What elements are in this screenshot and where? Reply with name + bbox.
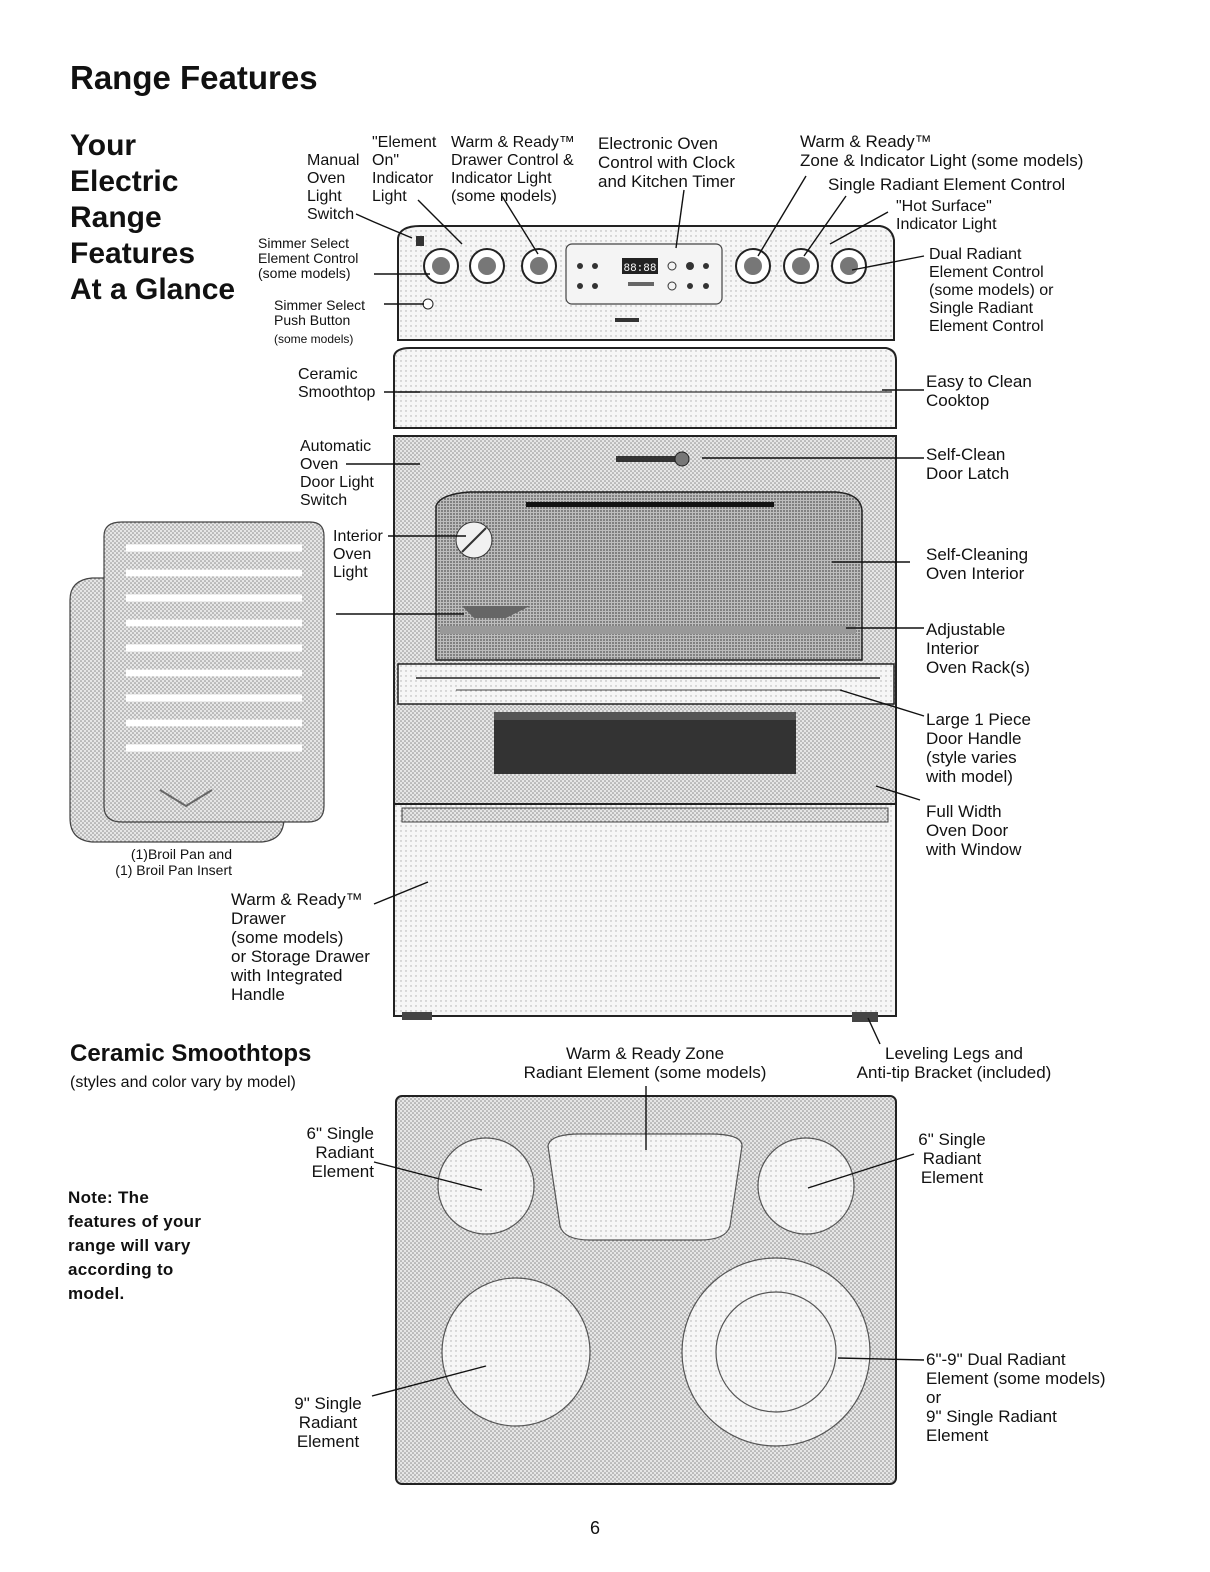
label-warm-ready-drawer: Warm & Ready™ Drawer (some models) or St… (231, 890, 370, 1004)
leader-lines (336, 175, 925, 1397)
smoothtop-diagram (395, 1095, 897, 1485)
knob-drawer[interactable] (521, 248, 557, 284)
label-door-light-switch: Automatic Oven Door Light Switch (300, 438, 374, 509)
label-door-handle: Large 1 Piece Door Handle (style varies … (926, 710, 1031, 786)
element-right-6in (757, 1137, 855, 1235)
ceramic-smoothtops-heading: Ceramic Smoothtops (70, 1040, 312, 1067)
label-self-clean-latch: Self-Clean Door Latch (926, 445, 1010, 483)
label-adjustable-rack: Adjustable Interior Oven Rack(s) (926, 620, 1030, 677)
clock-display (622, 258, 658, 274)
label-left-6in-element: 6" Single Radiant Element (306, 1124, 374, 1181)
clock-readout: 88:88 (623, 263, 656, 275)
label-leveling-legs: Leveling Legs and Anti-tip Bracket (incl… (856, 1044, 1052, 1082)
oven-interior (435, 491, 863, 661)
cooktop (393, 347, 897, 429)
label-full-width-door: Full Width Oven Door with Window (926, 802, 1022, 859)
label-electronic-control: Electronic Oven Control with Clock and K… (598, 134, 736, 191)
knob-dual-radiant[interactable] (831, 248, 867, 284)
broil-pan (69, 521, 325, 843)
control-panel: 88:88 (397, 225, 895, 341)
simmer-push-button[interactable] (422, 298, 434, 310)
label-simmer-select-control: Simmer Select Element Control (some mode… (258, 235, 359, 281)
label-warm-ready-drawer-control: Warm & Ready™ Drawer Control & Indicator… (451, 134, 575, 205)
leveling-leg-left (402, 1012, 432, 1020)
knob-simmer[interactable] (423, 248, 459, 284)
label-single-radiant-control: Single Radiant Element Control (828, 175, 1066, 194)
oven-window (494, 712, 796, 774)
oven-rack (440, 626, 856, 634)
label-left-9in-element: 9" Single Radiant Element (294, 1394, 362, 1451)
element-left-6in (437, 1137, 535, 1235)
label-dual-radiant-control: Dual Radiant Element Control (some model… (929, 246, 1054, 335)
door-latch[interactable] (616, 456, 676, 462)
section-heading: Your Electric Range Features At a Glance (70, 129, 236, 306)
page-number: 6 (590, 1518, 601, 1538)
label-right-6in-element: 6" Single Radiant Element (918, 1130, 986, 1187)
knob-2[interactable] (469, 248, 505, 284)
label-broil-pan: (1)Broil Pan and (1) Broil Pan Insert (115, 846, 232, 878)
element-left-9in (441, 1277, 591, 1427)
label-simmer-select-button: Simmer Select Push Button (274, 297, 366, 328)
label-manual-light-switch: Manual Oven Light Switch (307, 152, 360, 223)
element-right-dual (681, 1257, 871, 1447)
label-right-dual-element: 6"-9" Dual Radiant Element (some models)… (926, 1350, 1106, 1445)
warm-zone-element (547, 1133, 743, 1241)
label-interior-light: Interior Oven Light (333, 528, 383, 581)
label-ceramic-smoothtop: Ceramic Smoothtop (298, 366, 376, 401)
warm-drawer[interactable] (393, 803, 897, 1017)
label-easy-clean-cooktop: Easy to Clean Cooktop (926, 372, 1032, 410)
page-title: Range Features (70, 59, 318, 96)
manual-light-switch[interactable] (416, 236, 424, 246)
label-warm-zone-element: Warm & Ready Zone Radiant Element (some … (523, 1044, 767, 1082)
knob-single-radiant[interactable] (783, 248, 819, 284)
label-simmer-select-button-note: (some models) (274, 332, 354, 346)
note-text: Note: The features of your range will va… (68, 1188, 202, 1303)
knob-warm-zone[interactable] (735, 248, 771, 284)
label-hot-surface-light: "Hot Surface" Indicator Light (896, 198, 997, 233)
ceramic-smoothtops-subheading: (styles and color vary by model) (70, 1074, 296, 1091)
door-handle[interactable] (397, 663, 895, 705)
label-self-cleaning-interior: Self-Cleaning Oven Interior (926, 545, 1029, 583)
label-warm-ready-zone-light: Warm & Ready™ Zone & Indicator Light (so… (800, 132, 1084, 170)
label-element-on-light: "Element On" Indicator Light (372, 134, 437, 205)
leveling-leg-right (852, 1012, 878, 1022)
